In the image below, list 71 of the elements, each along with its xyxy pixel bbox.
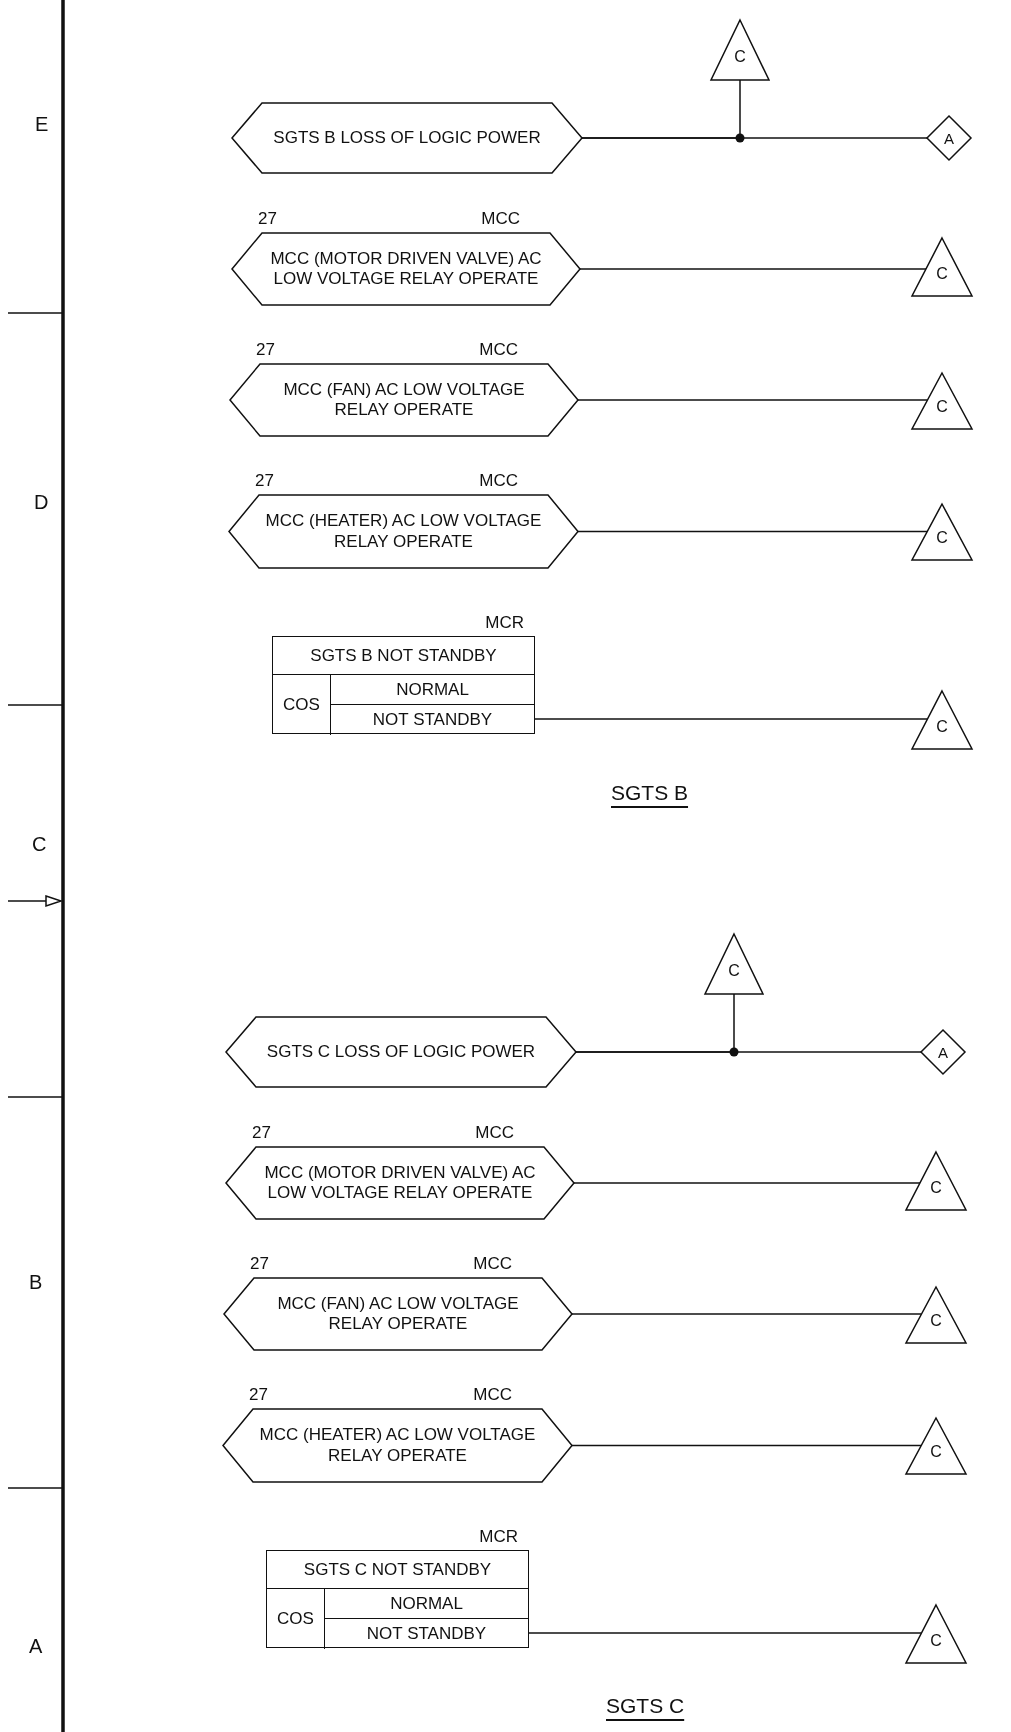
zone-letter: C <box>32 834 47 854</box>
off-page-connector-triangle <box>912 691 972 749</box>
hexagon-box <box>226 1017 576 1087</box>
connector-line <box>534 718 928 720</box>
off-page-connector-triangle <box>906 1152 966 1210</box>
beside-label: MCC <box>473 1255 512 1272</box>
box-label: MCC (MOTOR DRIVEN VALVE) AC LOW VOLTAGE RELAY OPERATE <box>263 1162 537 1204</box>
zone-letter: A <box>29 1636 43 1656</box>
box-label: MCC (HEATER) AC LOW VOLTAGE RELAY OPERATE <box>264 511 543 552</box>
position-label: NORMAL <box>325 1589 528 1619</box>
box-label: MCC (HEATER) AC LOW VOLTAGE RELAY OPERATE <box>258 1425 537 1466</box>
beside-label: MCC <box>481 210 520 227</box>
switch-label: COS <box>267 1589 325 1649</box>
connector-letter: C <box>929 1313 943 1329</box>
beside-label: MCC <box>479 472 518 489</box>
beside-label: MCR <box>479 1528 518 1545</box>
beside-label: 27 <box>255 472 274 489</box>
box-label: MCC (FAN) AC LOW VOLTAGE RELAY OPERATE <box>282 379 526 421</box>
connector-line <box>571 1313 922 1315</box>
table-heading: SGTS B NOT STANDBY <box>273 637 534 675</box>
beside-label: 27 <box>258 210 277 227</box>
section-title: SGTS C <box>606 1695 685 1716</box>
connector-letter: A <box>944 130 954 146</box>
connector-letter: C <box>935 265 949 282</box>
section-title: SGTS B <box>611 782 689 803</box>
off-page-connector-triangle <box>711 20 769 80</box>
connector-letter: C <box>733 49 747 65</box>
hexagon-box <box>232 103 582 173</box>
connector-diamond <box>921 1030 965 1074</box>
connector-letter: C <box>935 718 949 735</box>
position-label: NOT STANDBY <box>365 1623 488 1645</box>
connector-letter: C <box>727 963 741 979</box>
connector-letter: C <box>929 1179 943 1196</box>
beside-label: 27 <box>252 1124 271 1141</box>
connector-line <box>571 1444 922 1447</box>
connector-letter: A <box>938 1044 948 1060</box>
off-page-connector-triangle <box>906 1418 966 1474</box>
connector-diamond <box>927 116 971 160</box>
table-heading: SGTS C NOT STANDBY <box>267 1551 528 1589</box>
box-label: MCC (MOTOR DRIVEN VALVE) AC LOW VOLTAGE RELAY OPERATE <box>269 248 543 290</box>
beside-label: MCC <box>473 1386 512 1403</box>
box-label: SGTS C LOSS OF LOGIC POWER <box>265 1041 537 1062</box>
connector-line <box>581 137 928 139</box>
off-page-connector-triangle <box>912 238 972 296</box>
beside-label: MCR <box>485 614 524 631</box>
box-label: MCC (FAN) AC LOW VOLTAGE RELAY OPERATE <box>276 1293 520 1335</box>
beside-label: 27 <box>250 1255 269 1272</box>
off-page-connector-triangle <box>912 373 972 429</box>
connector-line <box>577 399 928 401</box>
beside-label: MCC <box>475 1124 514 1141</box>
beside-label: 27 <box>256 341 275 358</box>
beside-label: MCC <box>479 341 518 358</box>
position-label: NOT STANDBY <box>371 709 494 731</box>
position-label: NORMAL <box>331 675 534 705</box>
beside-label: 27 <box>249 1386 268 1403</box>
switch-label: COS <box>273 675 331 735</box>
off-page-connector-triangle <box>912 504 972 560</box>
off-page-connector-triangle <box>906 1605 966 1663</box>
zone-letter: B <box>29 1272 43 1292</box>
connector-letter: C <box>935 399 949 415</box>
off-page-connector-triangle <box>705 934 763 994</box>
connector-line <box>575 1051 922 1053</box>
zone-letter: E <box>35 114 49 134</box>
box-label: SGTS B LOSS OF LOGIC POWER <box>272 127 542 148</box>
connector-letter: C <box>929 1444 943 1460</box>
off-page-connector-triangle <box>906 1287 966 1343</box>
connector-line <box>577 530 928 533</box>
zone-letter: D <box>34 492 49 512</box>
connector-line <box>528 1632 922 1634</box>
connector-letter: C <box>929 1632 943 1649</box>
connector-letter: C <box>935 530 949 546</box>
